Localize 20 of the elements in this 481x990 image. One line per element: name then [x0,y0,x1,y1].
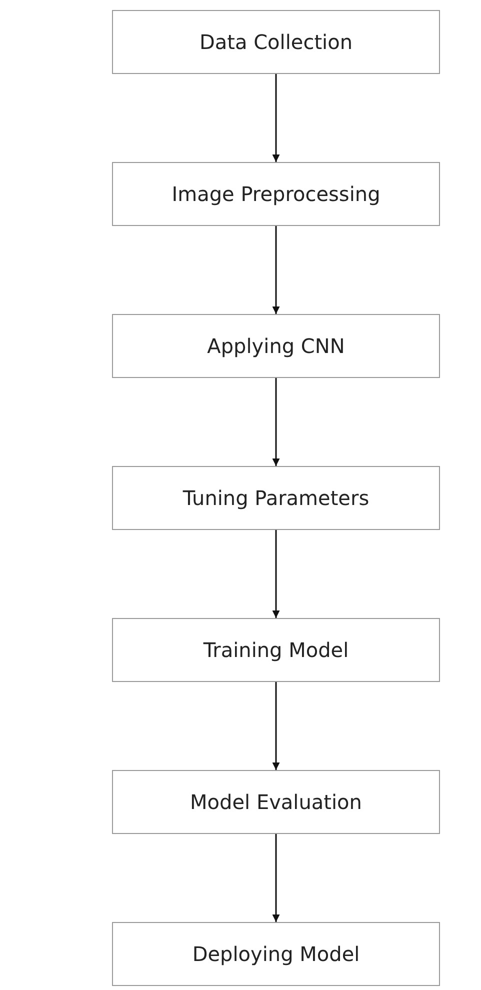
process-box [112,10,440,74]
arrow [272,378,280,466]
process-box [112,770,440,834]
arrow [272,226,280,314]
process-box [112,314,440,378]
box-label: Image Preprocessing [172,182,380,206]
box-label: Data Collection [199,30,353,54]
arrow [272,682,280,770]
arrow [272,74,280,162]
process-box [112,466,440,530]
process-box [112,922,440,986]
box-label: Applying CNN [207,334,345,358]
process-box [112,162,440,226]
box-label: Training Model [203,638,349,662]
arrow [272,530,280,618]
box-label: Model Evaluation [190,790,362,814]
box-label: Tuning Parameters [182,486,370,510]
process-box [112,618,440,682]
box-label: Deploying Model [192,942,360,966]
arrow [272,834,280,922]
